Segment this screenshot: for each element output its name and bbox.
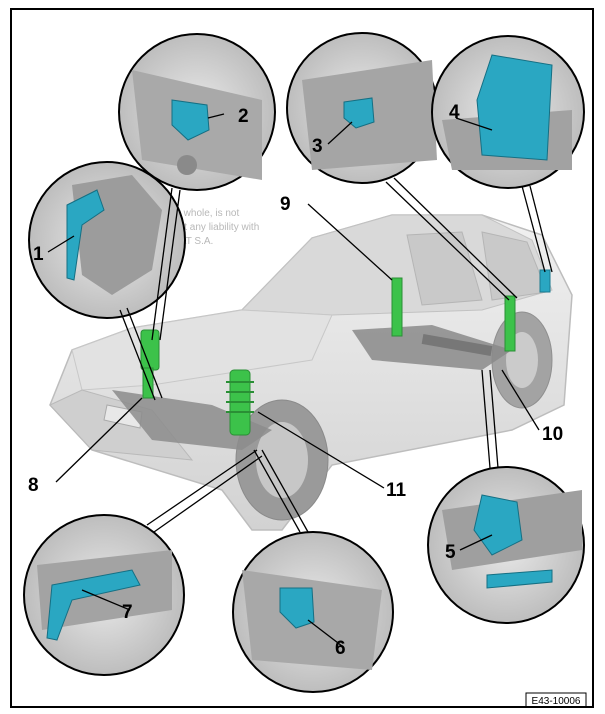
- reference-code: E43-10006: [525, 692, 587, 707]
- watermark-line-3: ... EAT S.A.: [162, 236, 213, 247]
- detail-circle-4: [431, 35, 585, 189]
- callout-leaders: [47, 113, 540, 647]
- callout-1: 1: [33, 244, 44, 265]
- diagram-canvas: ... in whole, is not ... not any liabili…: [23, 32, 587, 707]
- callout-9: 9: [280, 194, 291, 215]
- detail-circle-5: [427, 466, 585, 624]
- connector-lines: [119, 177, 553, 533]
- watermark-line-1: ... in whole, is not: [162, 208, 239, 219]
- detail-circle-3: [286, 32, 438, 184]
- watermark-line-2: ... not any liability with: [162, 222, 259, 233]
- callout-4: 4: [449, 102, 460, 123]
- detail-circle-2: [118, 33, 276, 191]
- callout-11: 11: [386, 480, 407, 501]
- diagram-frame: ... in whole, is not ... not any liabili…: [10, 8, 594, 708]
- callout-8: 8: [28, 475, 39, 496]
- callout-6: 6: [335, 638, 346, 659]
- callout-10: 10: [542, 424, 563, 445]
- reference-code-text: E43-10006: [532, 696, 581, 707]
- vehicle-body: [49, 214, 573, 531]
- detail-circle-6: [232, 531, 394, 693]
- watermark: ... in whole, is not ... not any liabili…: [162, 208, 259, 247]
- callout-2: 2: [238, 106, 249, 127]
- callout-labels: 1 2 3 4 5 6 7 8 9 10 11: [28, 102, 563, 659]
- callout-7: 7: [122, 602, 133, 623]
- detail-circle-1: [28, 161, 186, 319]
- callout-3: 3: [312, 136, 323, 157]
- detail-circle-7: [23, 514, 185, 676]
- callout-5: 5: [445, 542, 456, 563]
